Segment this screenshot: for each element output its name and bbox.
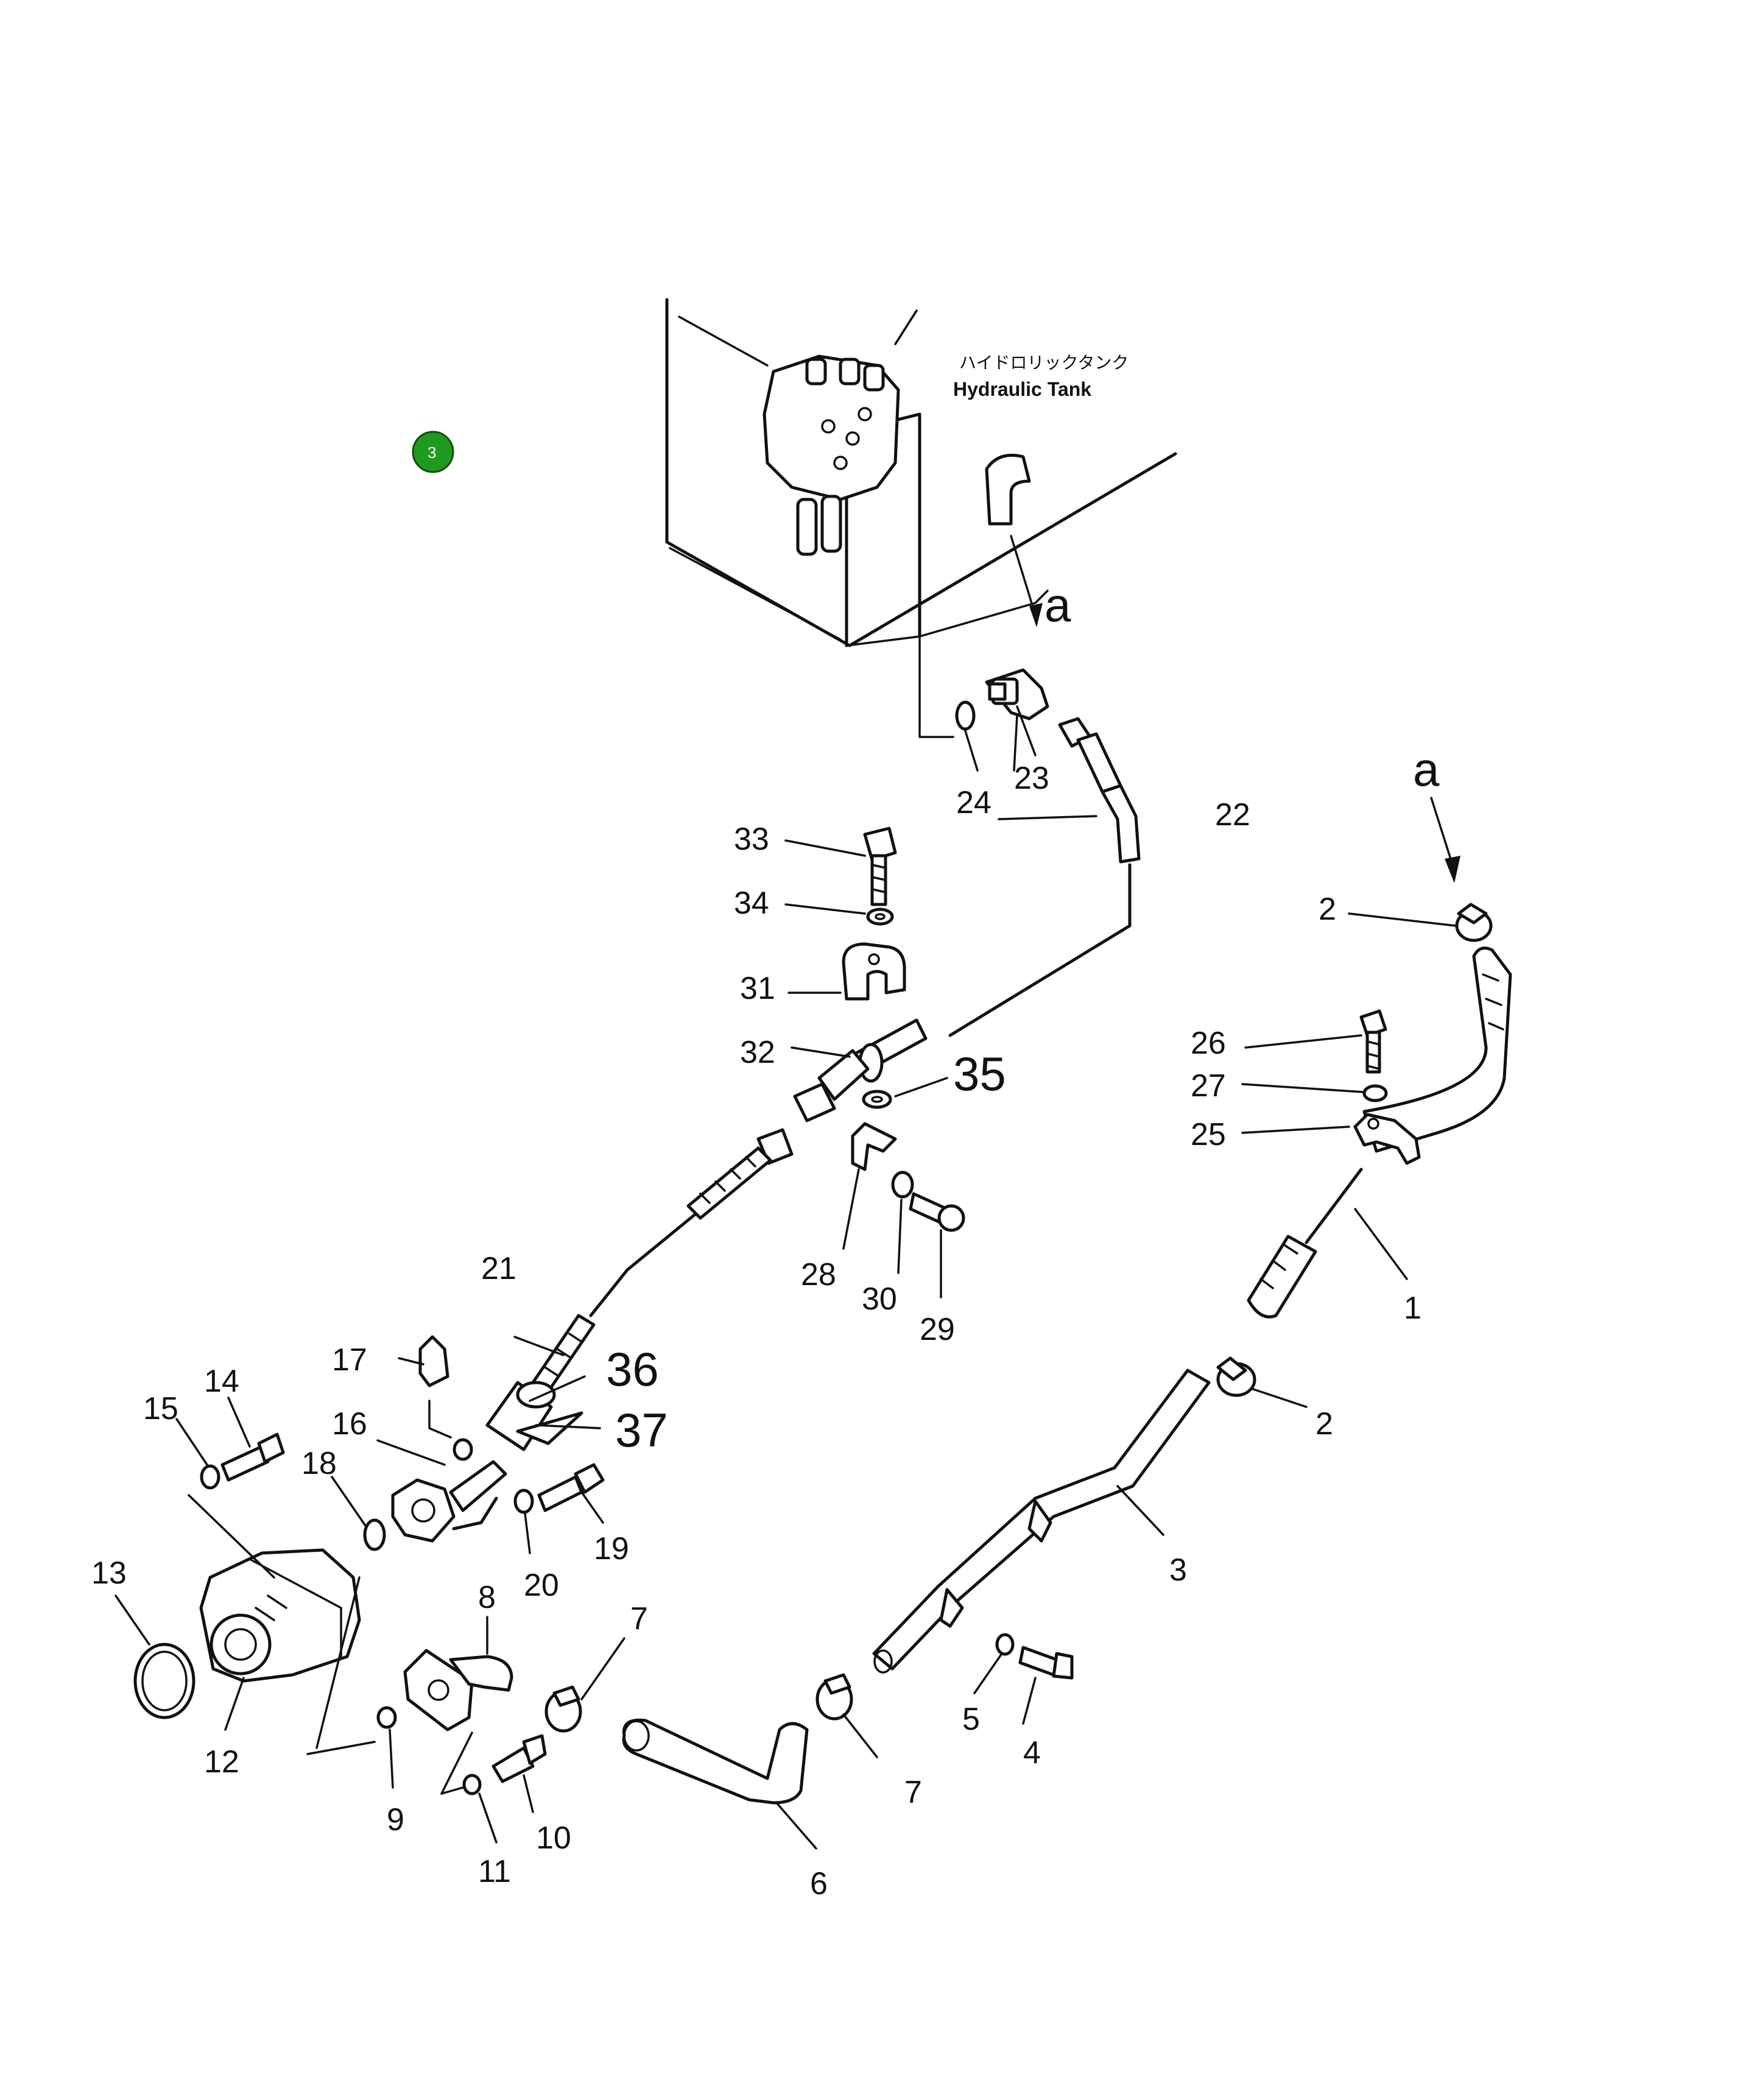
page-badge: 3 xyxy=(412,431,454,473)
hose-clamp-2a xyxy=(1455,903,1493,942)
bolt-19 xyxy=(537,1463,605,1512)
callout-29: 29 xyxy=(920,1312,955,1347)
view-label-upper: a xyxy=(1044,578,1071,632)
o-ring-24 xyxy=(955,700,976,731)
hose-6 xyxy=(622,1718,809,1805)
callout-13: 13 xyxy=(91,1556,127,1591)
callout-37: 37 xyxy=(615,1403,668,1457)
leader-lines xyxy=(114,714,1457,1850)
callout-17: 17 xyxy=(332,1342,367,1378)
washer-5 xyxy=(995,1633,1015,1656)
callout-28: 28 xyxy=(801,1257,836,1292)
callout-7a: 7 xyxy=(630,1601,648,1637)
washer-27 xyxy=(1362,1084,1388,1102)
callout-25: 25 xyxy=(1191,1117,1226,1152)
callout-14: 14 xyxy=(204,1364,239,1399)
callout-19: 19 xyxy=(594,1531,629,1566)
callout-36: 36 xyxy=(606,1342,659,1396)
callout-33: 33 xyxy=(734,822,769,857)
callout-30: 30 xyxy=(862,1281,897,1317)
callout-5: 5 xyxy=(962,1702,980,1737)
callout-34: 34 xyxy=(734,886,769,921)
callout-32: 32 xyxy=(740,1035,775,1070)
callout-24: 24 xyxy=(956,785,992,820)
elbow-fitting-23 xyxy=(985,668,1049,756)
hydraulic-tank xyxy=(665,298,1177,647)
callout-27: 27 xyxy=(1191,1068,1226,1104)
hose-clamp-7a xyxy=(544,1685,582,1733)
breather-17 xyxy=(418,1335,449,1387)
callout-21: 21 xyxy=(481,1251,516,1286)
callout-9: 9 xyxy=(387,1802,404,1838)
callout-31: 31 xyxy=(740,971,775,1006)
bolt-14 xyxy=(220,1432,285,1482)
control-valve xyxy=(763,354,900,556)
callout-20: 20 xyxy=(524,1568,559,1603)
callout-8: 8 xyxy=(478,1580,496,1615)
pump-flange-pipe xyxy=(391,1460,507,1543)
pipe-3 xyxy=(872,1369,1211,1674)
callout-16: 16 xyxy=(332,1406,367,1442)
callout-7b: 7 xyxy=(904,1775,922,1810)
view-arrow-lower: a xyxy=(1413,742,1460,883)
hose-clamp-2b xyxy=(1216,1356,1256,1397)
tank-label-en: Hydraulic Tank xyxy=(953,378,1091,400)
bracket-28 xyxy=(851,1122,897,1171)
callout-23: 23 xyxy=(1014,761,1049,796)
view-arrow-upper: a xyxy=(1010,535,1071,632)
hose-clamp-7b xyxy=(815,1673,853,1721)
washer-11 xyxy=(462,1774,482,1795)
hose-22 xyxy=(948,717,1141,1037)
tank-label-jp: ハイドロリックタンク xyxy=(959,353,1129,373)
elbow-flange-8 xyxy=(403,1649,513,1732)
clamp-25 xyxy=(1353,1113,1421,1165)
callout-6: 6 xyxy=(810,1866,828,1901)
callout-3: 3 xyxy=(1169,1552,1187,1588)
washer-34 xyxy=(866,907,894,926)
o-ring-9 xyxy=(376,1706,397,1729)
bolt-10 xyxy=(491,1734,547,1783)
washer-30 xyxy=(891,1171,914,1199)
callout-18: 18 xyxy=(301,1446,337,1481)
callout-4: 4 xyxy=(1023,1735,1041,1771)
callout-26: 26 xyxy=(1191,1026,1226,1061)
callout-10: 10 xyxy=(536,1820,571,1856)
bolt-29 xyxy=(909,1192,965,1232)
callout-2b: 2 xyxy=(1316,1406,1333,1442)
clamp-31 xyxy=(842,942,906,1001)
o-ring-13 xyxy=(133,1643,195,1719)
callout-11: 11 xyxy=(478,1854,511,1889)
callout-labels: 33 34 31 32 35 28 30 29 22 24 23 21 36 3… xyxy=(91,761,1421,1901)
callout-35: 35 xyxy=(953,1047,1006,1101)
hose-21 xyxy=(531,1128,794,1394)
callout-15: 15 xyxy=(143,1391,178,1426)
view-label-lower: a xyxy=(1413,742,1440,796)
callout-12: 12 xyxy=(204,1744,239,1780)
callout-22: 22 xyxy=(1215,797,1250,833)
washer-20 xyxy=(513,1489,534,1514)
tank-outlet-pipe xyxy=(985,454,1031,526)
o-ring-18 xyxy=(363,1518,386,1551)
callout-2a: 2 xyxy=(1319,892,1336,927)
bracket-37 xyxy=(516,1411,583,1445)
bolt-33 xyxy=(863,826,897,906)
bolt-4 xyxy=(1018,1646,1074,1680)
bolt-26 xyxy=(1359,1009,1387,1074)
hydraulic-pump-12 xyxy=(199,1548,361,1683)
pipe-32 xyxy=(793,1018,928,1122)
fitting-16 xyxy=(453,1438,473,1461)
callout-1: 1 xyxy=(1404,1291,1421,1326)
page-badge-text: 3 xyxy=(428,443,436,462)
washer-35 xyxy=(862,1090,892,1109)
washer-15 xyxy=(200,1464,220,1490)
hose-1 xyxy=(1247,946,1512,1319)
